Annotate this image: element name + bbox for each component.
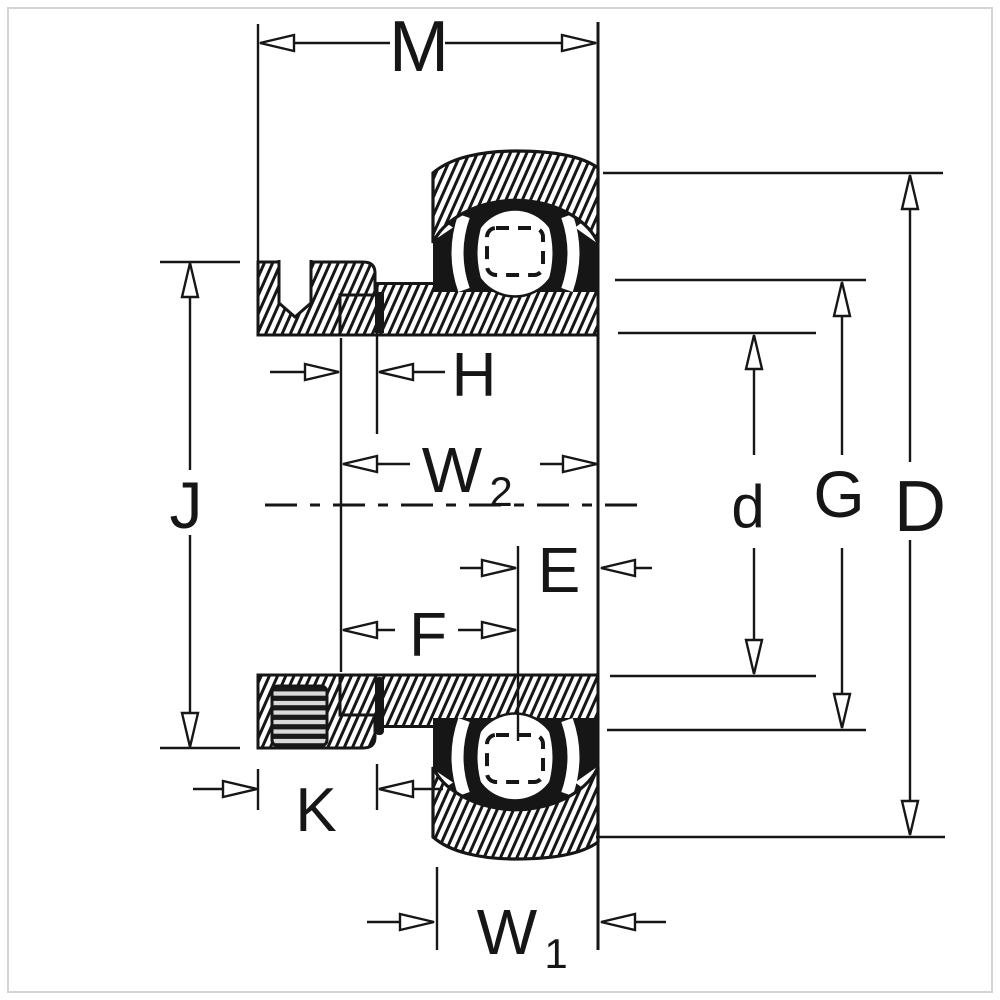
locking-collar-top	[256, 260, 384, 337]
seal-left-bottom	[451, 718, 470, 796]
dim-label-j: J	[170, 468, 203, 542]
dim-label-w2-sub: 2	[489, 468, 512, 515]
seal-left-top	[451, 214, 470, 292]
set-screw-hole	[277, 260, 313, 319]
knurled-section	[270, 684, 329, 748]
ball-bottom	[470, 712, 560, 802]
dim-label-f: F	[409, 601, 447, 670]
dim-label-w1: W	[477, 896, 538, 968]
dim-label-w1-sub: 1	[544, 930, 567, 977]
dimension-lines	[188, 41, 912, 924]
dim-label-m: M	[389, 7, 449, 87]
dim-label-h: H	[452, 341, 497, 410]
scan-edge-frame	[7, 7, 993, 993]
seal-lip-left-top	[470, 220, 483, 286]
seal-lip-left-bottom	[470, 724, 483, 790]
dim-label-d-outer: D	[894, 467, 946, 547]
dim-label-g: G	[813, 457, 864, 531]
outer-ring-bottom	[431, 766, 600, 861]
extension-lines	[160, 24, 945, 950]
seal-right-bottom	[561, 718, 580, 796]
top-bearing-cavity	[430, 200, 598, 298]
dim-label-k: K	[295, 776, 336, 845]
collar-gap-top	[375, 292, 384, 333]
seal-lip-right-top	[547, 220, 560, 286]
locking-collar-bottom	[256, 673, 384, 750]
dim-label-d-bore: d	[731, 473, 764, 540]
seal-right-top	[561, 214, 580, 292]
dim-label-w2: W	[422, 434, 483, 506]
seal-lip-right-bottom	[547, 724, 560, 790]
dim-label-e: E	[538, 534, 581, 606]
ball-top	[470, 208, 560, 298]
bore-phantom-top	[485, 226, 545, 277]
dimension-labels: M H W 2 J d G D E F K W 1	[170, 7, 947, 977]
outer-ring-top	[431, 149, 600, 244]
bottom-bearing-cavity	[430, 712, 598, 810]
collar-gap-bottom	[375, 677, 384, 735]
bore-phantom-bottom	[485, 733, 545, 784]
